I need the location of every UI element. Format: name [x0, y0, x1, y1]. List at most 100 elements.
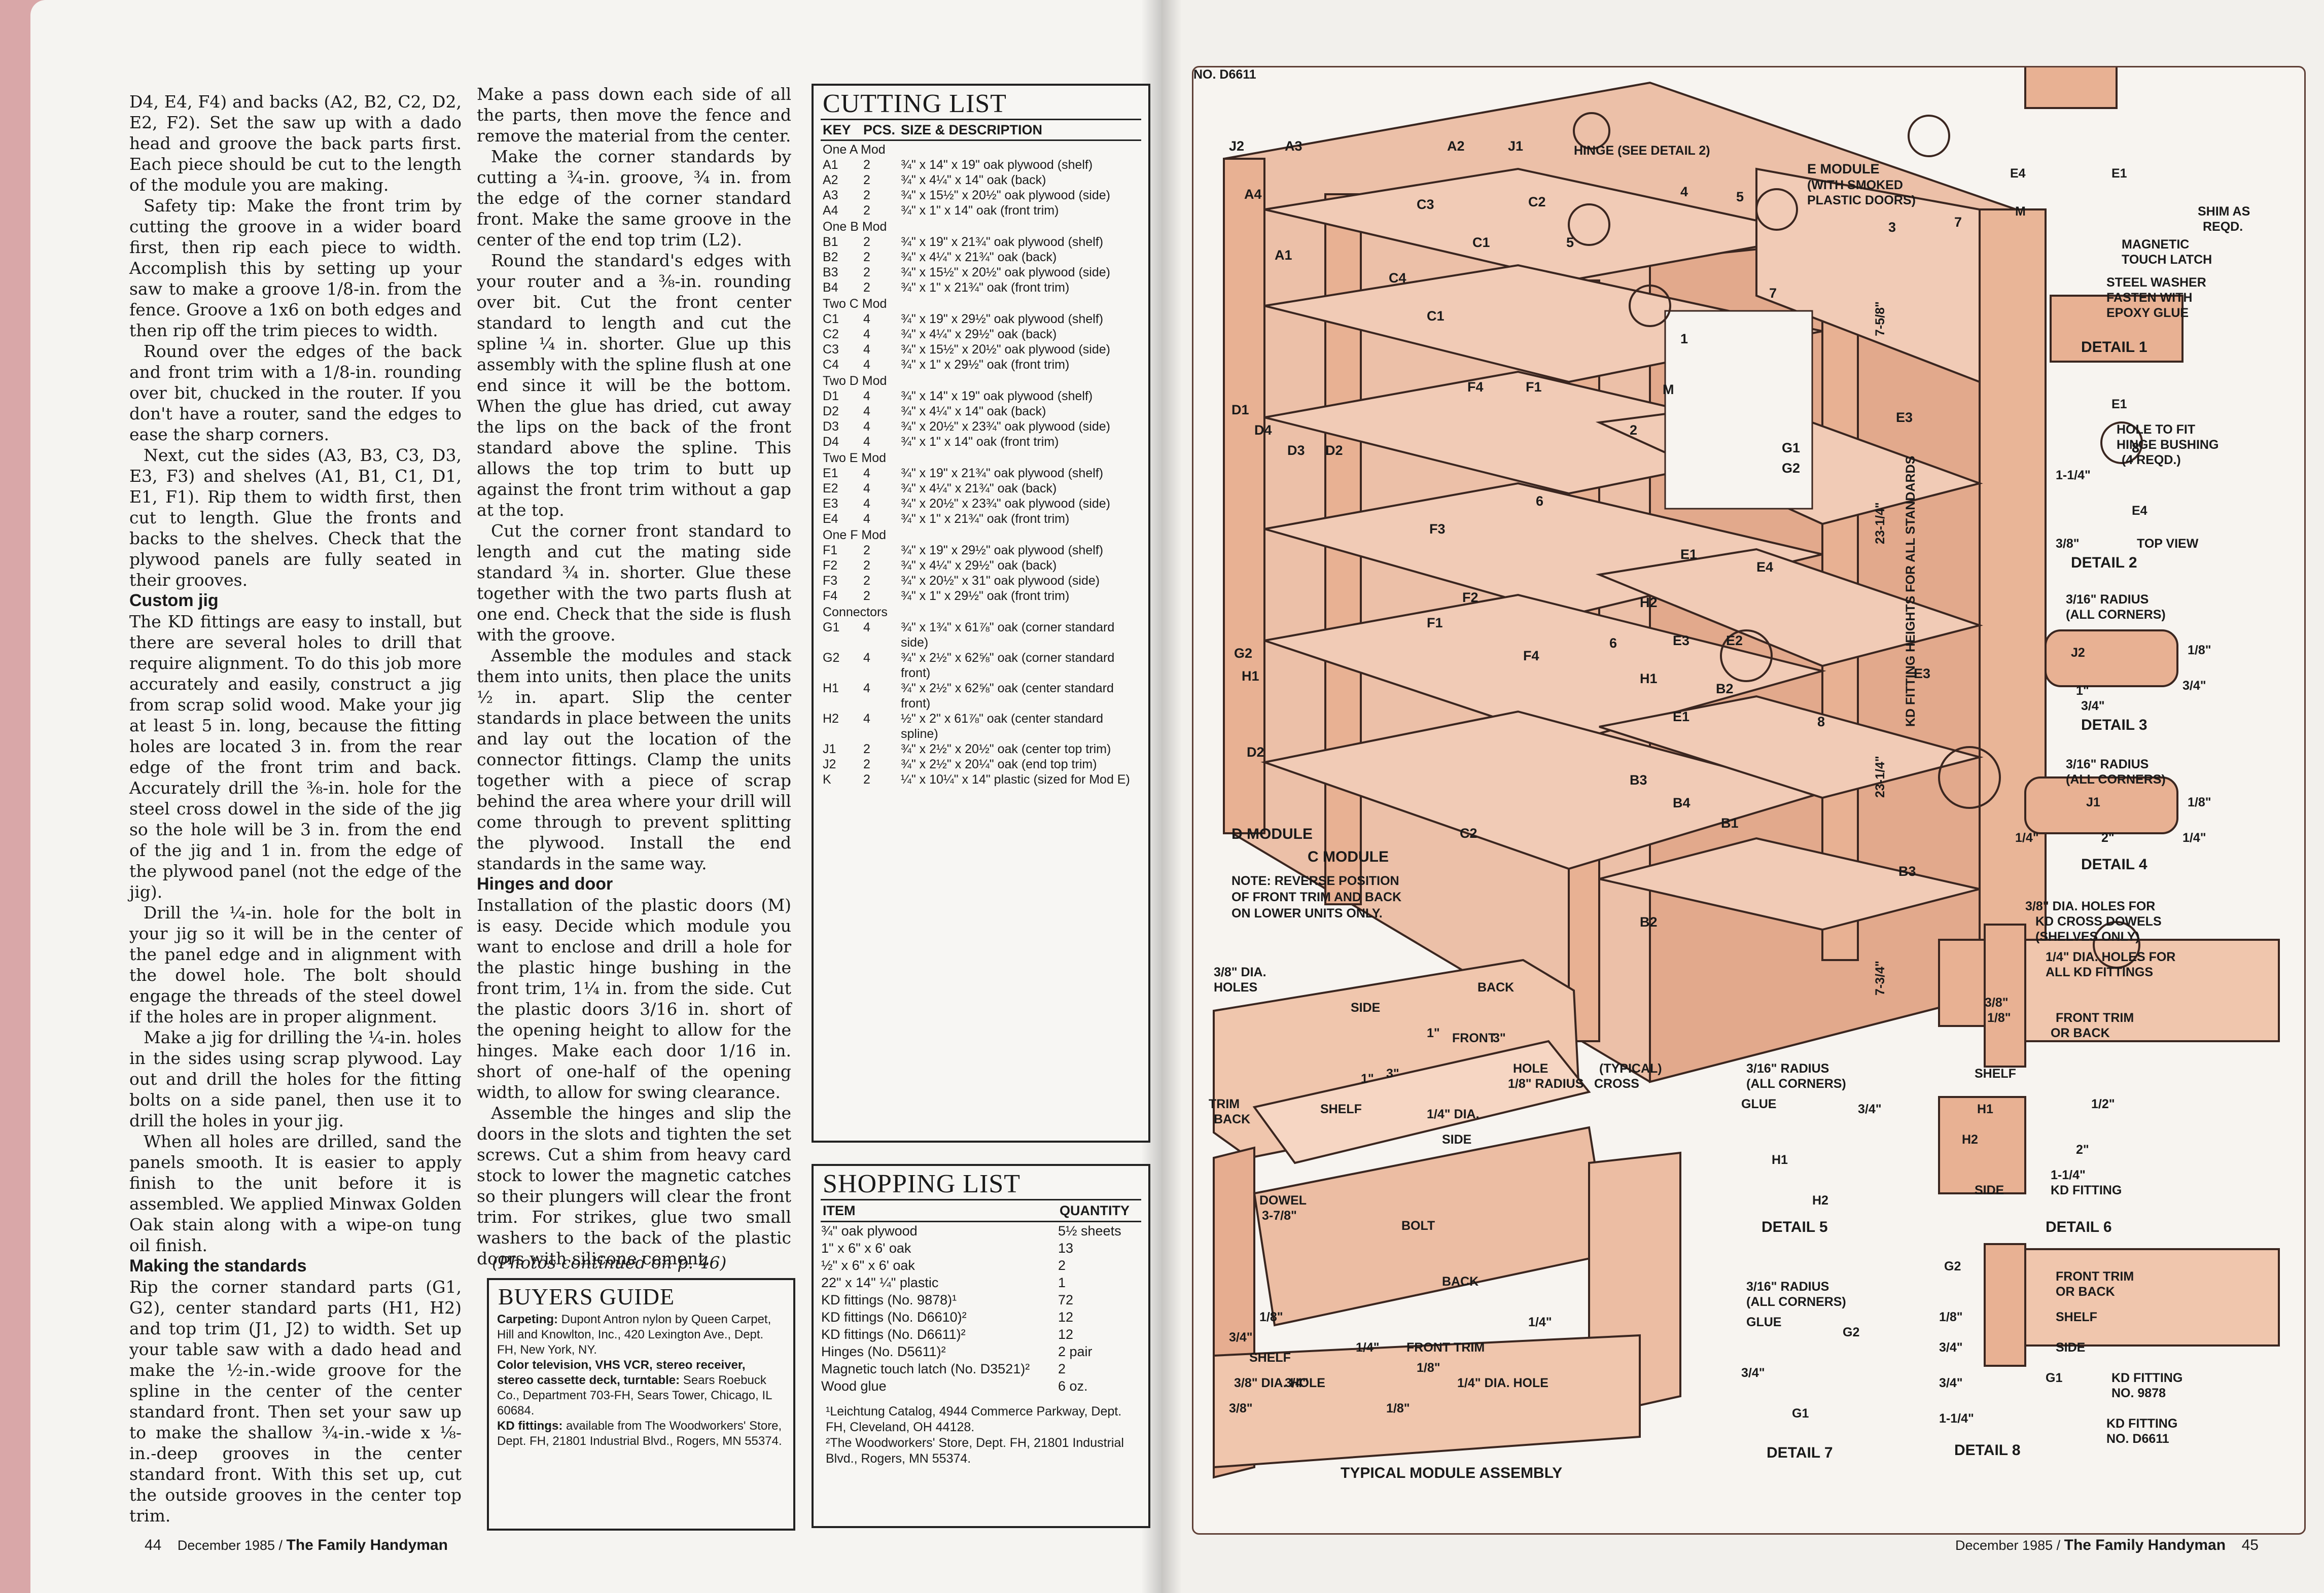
cell-item: 1" x 6" x 6' oak	[821, 1241, 911, 1256]
assembly-label: 1/8"	[1259, 1310, 1283, 1324]
assembly-label: FRONT TRIM	[1406, 1340, 1485, 1355]
buyers-entry: KD fittings: available from The Woodwork…	[497, 1419, 785, 1449]
detail-label: 3/8"	[1985, 996, 2009, 1010]
label-b2: B2	[1640, 914, 1658, 930]
cell-pcs: 2	[863, 574, 870, 588]
detail-label: H1	[1977, 1102, 1993, 1116]
detail-label: OR BACK	[2056, 1285, 2115, 1299]
assembly-label: SHELF	[1320, 1102, 1362, 1116]
cell-key: A3	[823, 188, 838, 202]
label-e3: E3	[1914, 666, 1931, 681]
cell-key: One B Mod	[823, 220, 887, 234]
buyers-entry: Color television, VHS VCR, stereo receiv…	[497, 1358, 785, 1419]
cabinet-illustration	[1213, 67, 2280, 1479]
cell-item: ¾" oak plywood	[821, 1223, 918, 1238]
cell-key: J1	[823, 742, 836, 756]
label-c-module: C MODULE	[1308, 848, 1389, 865]
assembly-label: BACK	[1442, 1275, 1479, 1289]
label-b3: B3	[1630, 772, 1647, 788]
cell-pcs: 4	[863, 312, 870, 326]
cell-pcs: 4	[863, 389, 870, 403]
cell-size: ¾" x 4¼" x 21¾" oak (back)	[901, 481, 1057, 495]
detail-label: GLUE	[1746, 1315, 1782, 1329]
detail-label: E4	[2010, 166, 2026, 181]
cell-key: F3	[823, 574, 838, 588]
shopping-list-title: SHOPPING LIST	[823, 1170, 1021, 1198]
cell-key: D2	[823, 404, 839, 418]
body-paragraph: Make a jig for drilling the ¼-in. holes …	[129, 1028, 462, 1130]
cell-quantity: 6 oz.	[1058, 1378, 1088, 1394]
cell-pcs: 4	[863, 342, 870, 357]
detail-label: TOP VIEW	[2137, 537, 2199, 551]
detail-label: H2	[1962, 1132, 1978, 1147]
cell-item: KD fittings (No. D6610)²	[821, 1309, 967, 1325]
detail-label: J2	[2071, 646, 2085, 660]
cell-pcs: 2	[863, 543, 870, 557]
detail-label: J1	[2086, 795, 2100, 809]
assembly-label: FRONT	[1452, 1031, 1496, 1045]
cell-size: ¾" x 1" x 14" oak (front trim)	[901, 435, 1059, 449]
detail-label: G1	[1792, 1406, 1809, 1421]
cell-key: D3	[823, 419, 839, 434]
detail-label: 3/4"	[2081, 699, 2105, 713]
detail-6-title: DETAIL 6	[2046, 1219, 2112, 1235]
cell-key: B1	[823, 235, 838, 249]
callout-2: 2	[1630, 422, 1638, 438]
cell-pcs: 2	[863, 265, 870, 279]
detail-7-title: DETAIL 7	[1767, 1444, 1833, 1461]
assembly-label: 3"	[1386, 1067, 1399, 1081]
cell-pcs: 2	[863, 742, 870, 756]
detail-label: 3/4"	[1939, 1340, 1963, 1355]
detail-label: (SHELVES ONLY)	[2035, 930, 2140, 944]
detail-label: SHELF	[1975, 1067, 2016, 1081]
detail-label: E1	[2111, 166, 2127, 181]
body-paragraph: D4, E4, F4) and backs (A2, B2, C2, D2, E…	[129, 92, 462, 195]
cell-key: E3	[823, 497, 838, 511]
assembly-label: SIDE	[1442, 1132, 1472, 1147]
cell-pcs: 4	[863, 466, 870, 480]
label-f2: F2	[1462, 590, 1478, 605]
cell-pcs: 4	[863, 512, 870, 526]
section-heading: Making the standards	[129, 1256, 307, 1276]
note-line-1: NOTE: REVERSE POSITION	[1231, 874, 1399, 888]
cell-pcs: 4	[863, 497, 870, 511]
detail-label: FASTEN WITH	[2106, 291, 2193, 305]
table-row: One A Mod	[821, 140, 1141, 158]
detail-label: 1/8"	[2188, 643, 2211, 657]
footnote-1: ¹Leichtung Catalog, 4944 Commerce Parkwa…	[826, 1404, 1122, 1434]
cell-size: ¾" x 14" x 19" oak plywood (shelf)	[901, 389, 1093, 403]
detail-2-title: DETAIL 2	[2071, 554, 2137, 571]
cell-key: F1	[823, 543, 838, 557]
cell-quantity: 12	[1058, 1309, 1074, 1325]
cell-size: ¾" x 19" x 29½" oak plywood (shelf)	[901, 543, 1104, 557]
text-column-1: D4, E4, F4) and backs (A2, B2, C2, D2, E…	[129, 91, 462, 1526]
cell-size: ¾" x 1" x 29½" oak (front trim)	[901, 589, 1070, 603]
detail-label: KD FITTING	[2051, 1183, 2122, 1197]
cell-key: A1	[823, 158, 838, 172]
label-c1: C1	[1472, 235, 1490, 250]
detail-label: ALL KD FITTINGS	[2046, 965, 2154, 979]
cell-size: ¾" x 15½" x 20½" oak plywood (side)	[901, 188, 1110, 202]
cell-size: ¾" x 15½" x 20½" oak plywood (side)	[901, 342, 1110, 357]
detail-label: 1-1/4"	[2056, 468, 2091, 482]
cell-size: ¾" x 1" x 21¾" oak (front trim)	[901, 512, 1070, 526]
cell-item: KD fittings (No. 9878)¹	[821, 1292, 957, 1307]
detail-3-title: DETAIL 3	[2081, 717, 2147, 733]
label-c2: C2	[1460, 826, 1477, 841]
detail-label: G2	[1843, 1325, 1860, 1339]
label-d2: D2	[1325, 443, 1343, 458]
detail-label: STEEL WASHER	[2106, 275, 2206, 290]
cell-size: ¾" x 2½" x 62⅝" oak (center standard fro…	[901, 681, 1114, 711]
detail-label: NO. D6611	[1193, 67, 1256, 82]
detail-label: KD FITTING	[2111, 1371, 2183, 1385]
cell-pcs: 4	[863, 419, 870, 434]
label-f1: F1	[1526, 379, 1542, 395]
label-f3: F3	[1429, 521, 1446, 537]
